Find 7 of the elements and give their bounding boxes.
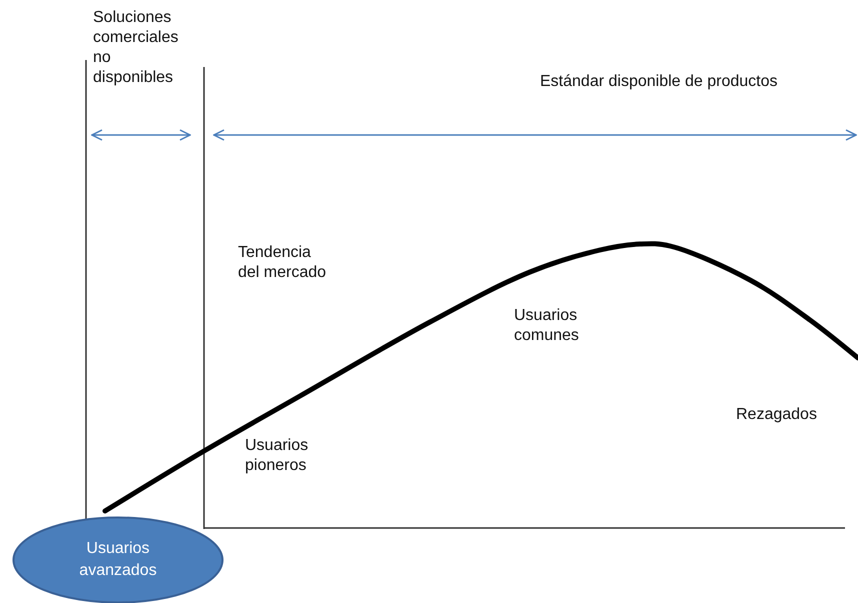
segment-label: Usuarios comunes bbox=[514, 306, 580, 346]
segment-label: Usuarios pioneros bbox=[245, 436, 310, 476]
curve-label: Tendencia del mercado bbox=[238, 243, 328, 283]
section-heading: Soluciones comerciales no disponibles bbox=[93, 8, 180, 88]
section-heading: Estándar disponible de productos bbox=[540, 72, 778, 92]
node-label: Usuarios avanzados bbox=[78, 539, 158, 581]
segment-label: Rezagados bbox=[736, 405, 818, 425]
